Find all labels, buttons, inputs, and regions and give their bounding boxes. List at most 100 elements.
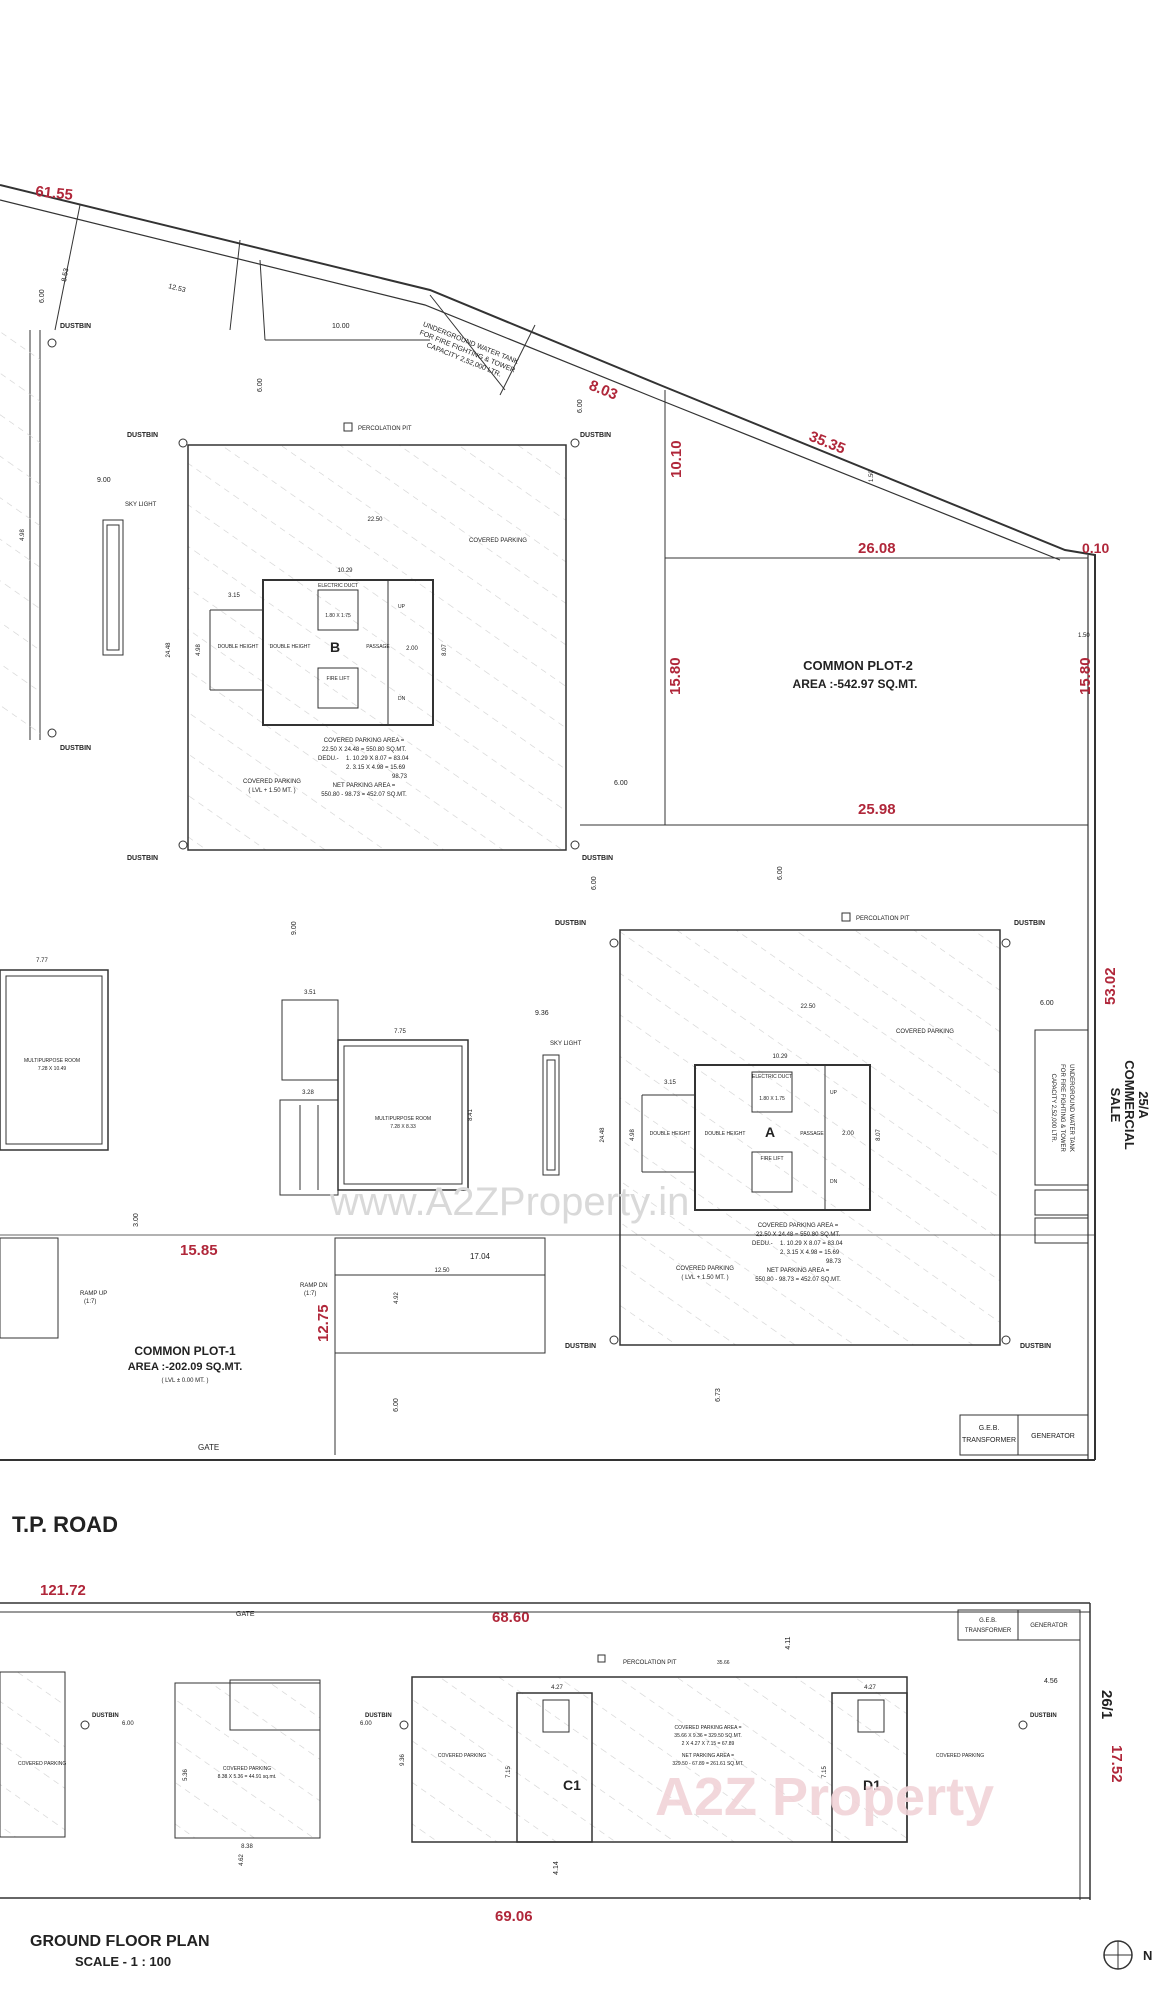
- svg-text:22.50: 22.50: [367, 517, 383, 523]
- svg-text:121.72: 121.72: [40, 1582, 86, 1599]
- water-tank-upper: UNDERGROUND WATER TANK FOR FIRE FIGHTING…: [418, 321, 519, 378]
- svg-text:10.00: 10.00: [332, 323, 350, 330]
- svg-text:6.73: 6.73: [715, 1388, 722, 1402]
- svg-text:3.28: 3.28: [302, 1090, 314, 1096]
- svg-text:ELECTRIC DUCT: ELECTRIC DUCT: [318, 583, 358, 589]
- svg-text:4.56: 4.56: [1044, 1678, 1058, 1685]
- plan-title: GROUND FLOOR PLAN: [30, 1933, 210, 1950]
- svg-text:8.41: 8.41: [468, 1109, 474, 1121]
- svg-text:15.80: 15.80: [667, 657, 684, 695]
- svg-text:2. 3.15 X 4.98 = 15.69: 2. 3.15 X 4.98 = 15.69: [346, 765, 406, 771]
- svg-text:RAMP UP: RAMP UP: [80, 1291, 107, 1297]
- svg-text:22.50 X 24.48 = 550.80 SQ.MT.: 22.50 X 24.48 = 550.80 SQ.MT.: [322, 747, 407, 753]
- svg-text:DOUBLE HEIGHT: DOUBLE HEIGHT: [270, 644, 311, 650]
- svg-text:35.66: 35.66: [717, 1660, 730, 1666]
- svg-text:COVERED PARKING: COVERED PARKING: [438, 1753, 486, 1759]
- svg-text:12.53: 12.53: [168, 283, 187, 294]
- svg-text:8.38 X 5.36 = 44.91 sq.mt.: 8.38 X 5.36 = 44.91 sq.mt.: [218, 1774, 277, 1780]
- svg-text:COVERED PARKING AREA =: COVERED PARKING AREA =: [324, 738, 405, 744]
- plot-26-1-label: 26/1: [1098, 1690, 1115, 1719]
- svg-text:9.36: 9.36: [400, 1754, 406, 1766]
- svg-text:G.E.B.: G.E.B.: [979, 1425, 1000, 1432]
- building-a: A DOUBLE HEIGHT DOUBLE HEIGHT PASSAGE EL…: [600, 929, 1001, 1346]
- svg-text:69.06: 69.06: [495, 1908, 533, 1925]
- svg-text:10.29: 10.29: [337, 568, 353, 574]
- dustbins: DUSTBIN DUSTBIN DUSTBIN DUSTBIN DUSTBIN …: [47, 323, 1051, 1350]
- svg-text:DUSTBIN: DUSTBIN: [1014, 920, 1045, 927]
- svg-text:24.48: 24.48: [166, 642, 172, 658]
- common-plot-1-area-value: AREA :-202.09 SQ.MT.: [128, 1361, 243, 1373]
- svg-text:GENERATOR: GENERATOR: [1030, 1623, 1068, 1629]
- plan-scale: SCALE - 1 : 100: [75, 1954, 171, 1969]
- sky-lights: SKY LIGHT SKY LIGHT: [125, 502, 582, 1176]
- svg-text:UNDERGROUND WATER TANK: UNDERGROUND WATER TANK: [1068, 1064, 1074, 1152]
- svg-text:( LVL + 1.50 MT. ): ( LVL + 1.50 MT. ): [248, 788, 295, 794]
- svg-text:TRANSFORMER: TRANSFORMER: [962, 1437, 1016, 1444]
- svg-text:COMMERCIAL: COMMERCIAL: [1122, 1060, 1137, 1150]
- svg-text:1.50: 1.50: [869, 470, 875, 482]
- svg-text:DUSTBIN: DUSTBIN: [60, 323, 91, 330]
- svg-text:4.27: 4.27: [864, 1685, 876, 1691]
- svg-text:PERCOLATION PIT: PERCOLATION PIT: [623, 1660, 677, 1666]
- svg-text:17.52: 17.52: [1108, 1745, 1125, 1783]
- svg-text:8.53: 8.53: [61, 268, 70, 283]
- svg-text:15.85: 15.85: [180, 1242, 218, 1259]
- svg-text:15.80: 15.80: [1077, 657, 1094, 695]
- common-plot-1-title: COMMON PLOT-1: [134, 1344, 236, 1358]
- svg-text:PERCOLATION PIT: PERCOLATION PIT: [358, 426, 412, 432]
- svg-text:NET PARKING AREA =: NET PARKING AREA =: [333, 783, 396, 789]
- svg-text:1.80 X 1.75: 1.80 X 1.75: [759, 1096, 785, 1102]
- svg-text:SKY LIGHT: SKY LIGHT: [125, 502, 157, 508]
- svg-text:4.98: 4.98: [630, 1129, 636, 1141]
- svg-text:DUSTBIN: DUSTBIN: [565, 1343, 596, 1350]
- svg-text:COVERED PARKING: COVERED PARKING: [243, 779, 301, 785]
- svg-text:UP: UP: [398, 604, 406, 610]
- svg-text:1.80 X 1.75: 1.80 X 1.75: [325, 613, 351, 619]
- svg-text:PASSAGE: PASSAGE: [800, 1131, 824, 1137]
- svg-text:25.98: 25.98: [858, 801, 896, 818]
- svg-text:9.00: 9.00: [97, 477, 111, 484]
- svg-text:PASSAGE: PASSAGE: [366, 644, 390, 650]
- svg-text:68.60: 68.60: [492, 1609, 530, 1626]
- building-b-tag: B: [330, 639, 340, 655]
- svg-text:TRANSFORMER: TRANSFORMER: [965, 1628, 1012, 1634]
- svg-text:FIRE LIFT: FIRE LIFT: [760, 1156, 783, 1162]
- svg-text:UP: UP: [830, 1090, 838, 1096]
- svg-text:G.E.B.: G.E.B.: [979, 1618, 997, 1624]
- svg-text:9.00: 9.00: [291, 921, 298, 935]
- building-a-tag: A: [765, 1124, 775, 1140]
- svg-text:NET PARKING AREA =: NET PARKING AREA =: [767, 1268, 830, 1274]
- svg-text:12.50: 12.50: [434, 1268, 450, 1274]
- svg-text:DUSTBIN: DUSTBIN: [580, 432, 611, 439]
- svg-text:9.36: 9.36: [535, 1010, 549, 1017]
- svg-text:6.00: 6.00: [122, 1721, 134, 1727]
- plan-title-block: GROUND FLOOR PLAN SCALE - 1 : 100: [30, 1933, 210, 1969]
- svg-text:7.15: 7.15: [822, 1766, 828, 1778]
- svg-text:GENERATOR: GENERATOR: [1031, 1433, 1075, 1440]
- common-plot-2-area: COMMON PLOT-2 AREA :-542.97 SQ.MT.: [580, 390, 1088, 826]
- svg-text:8.07: 8.07: [442, 644, 448, 656]
- svg-text:2 X 4.27 X 7.15 = 67.89: 2 X 4.27 X 7.15 = 67.89: [682, 1741, 735, 1747]
- svg-text:17.04: 17.04: [470, 1252, 491, 1261]
- svg-text:61.55: 61.55: [35, 183, 74, 204]
- svg-text:3.00: 3.00: [133, 1213, 140, 1227]
- svg-text:GATE: GATE: [198, 1443, 219, 1452]
- svg-text:COVERED PARKING AREA =: COVERED PARKING AREA =: [758, 1223, 839, 1229]
- svg-text:COVERED PARKING: COVERED PARKING: [18, 1761, 66, 1767]
- svg-text:2.00: 2.00: [842, 1131, 854, 1137]
- svg-text:12.75: 12.75: [315, 1304, 332, 1342]
- svg-text:DUSTBIN: DUSTBIN: [1020, 1343, 1051, 1350]
- svg-text:SKY LIGHT: SKY LIGHT: [550, 1041, 582, 1047]
- percolation-pits: PERCOLATION PIT PERCOLATION PIT: [343, 422, 910, 922]
- svg-text:6.00: 6.00: [39, 289, 46, 303]
- svg-text:4.14: 4.14: [553, 1861, 560, 1875]
- unit-c1-tag: C1: [563, 1777, 581, 1793]
- svg-text:SALE: SALE: [1108, 1088, 1123, 1123]
- svg-text:2. 3.15 X 4.98 = 15.69: 2. 3.15 X 4.98 = 15.69: [780, 1250, 840, 1256]
- svg-text:98.73: 98.73: [392, 774, 408, 780]
- svg-text:CAPACITY 2,52,000 LTR.: CAPACITY 2,52,000 LTR.: [1050, 1074, 1056, 1143]
- svg-text:FOR FIRE FIGHTING & TOWER: FOR FIRE FIGHTING & TOWER: [1059, 1064, 1065, 1152]
- svg-text:COVERED PARKING: COVERED PARKING: [223, 1766, 271, 1772]
- svg-text:22.50: 22.50: [800, 1004, 816, 1010]
